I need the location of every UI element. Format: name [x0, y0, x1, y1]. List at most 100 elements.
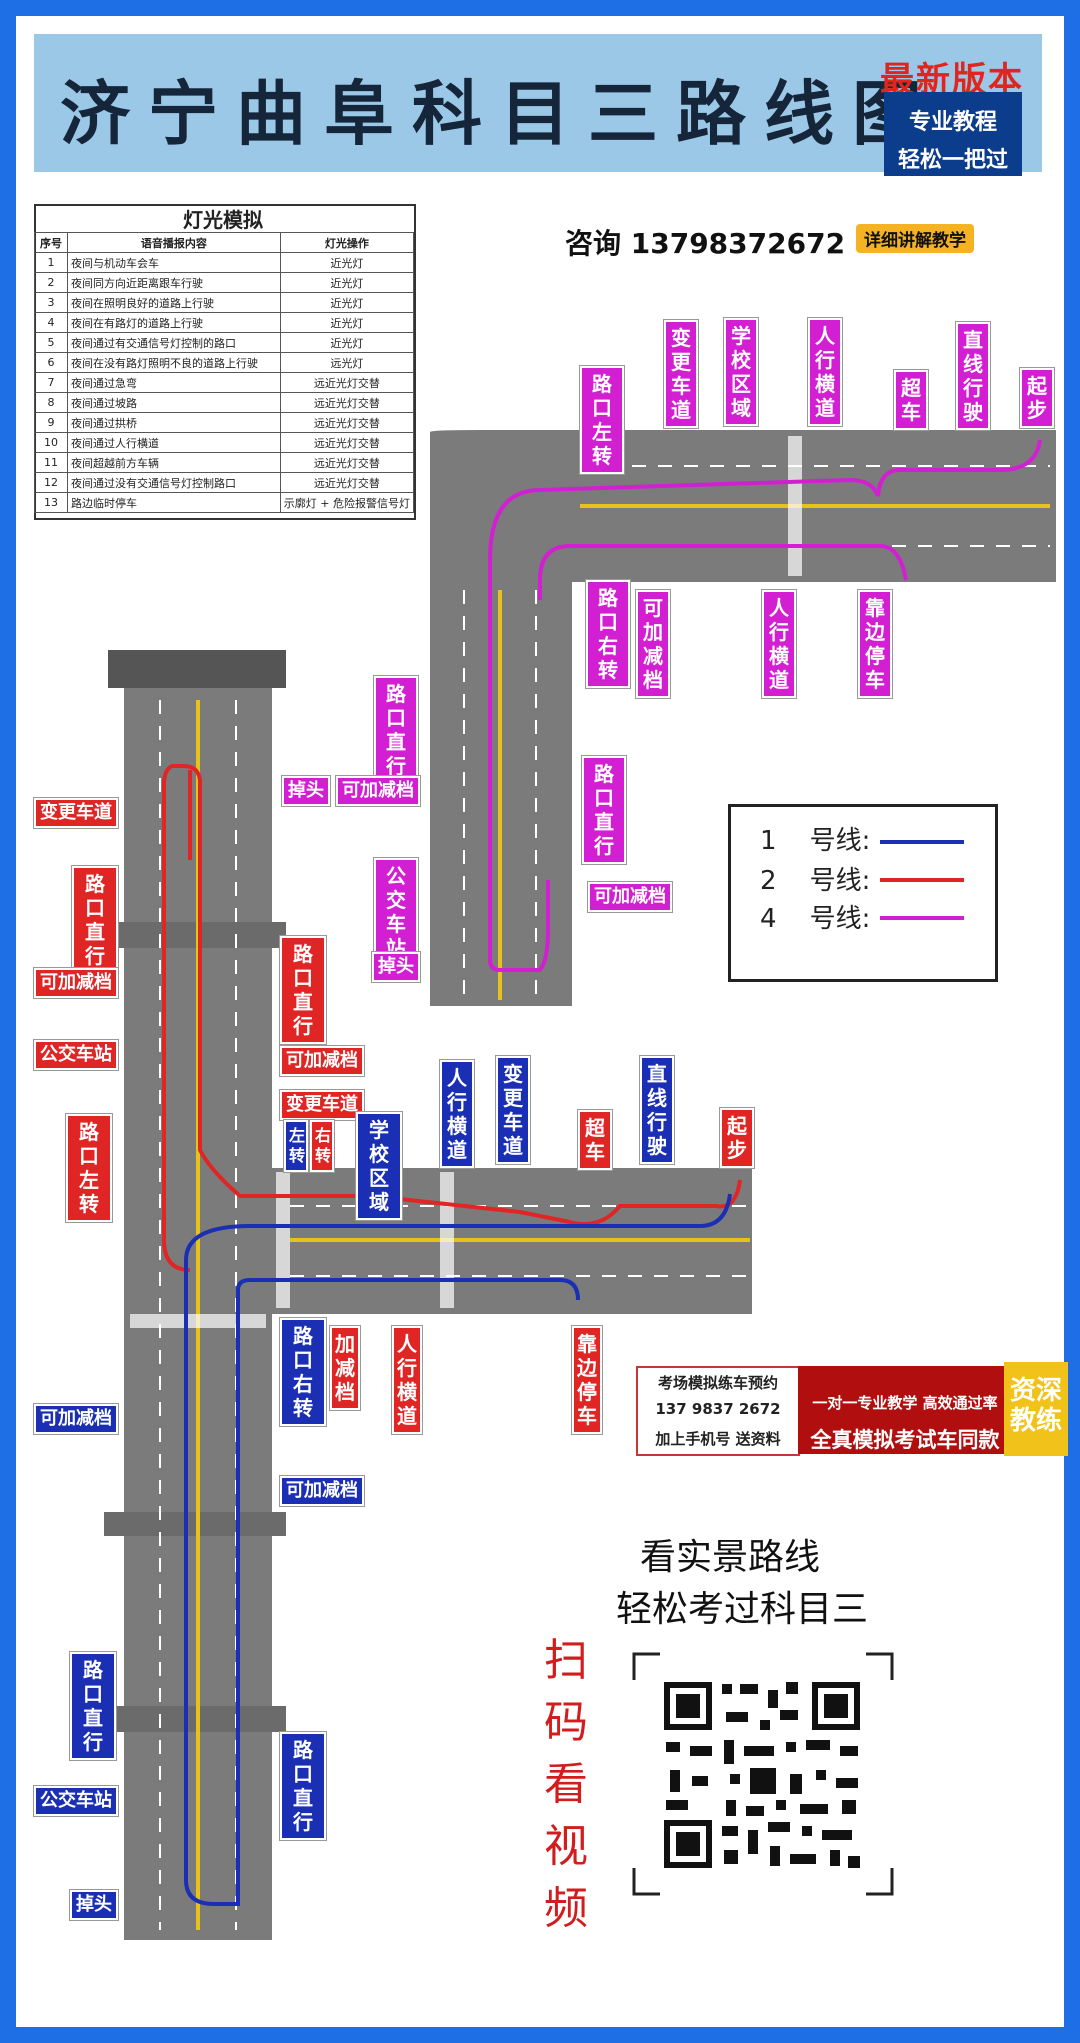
label-lane-change: 变更车道 [664, 320, 698, 428]
voice-content: 夜间同方向近距离跟车行驶 [67, 272, 281, 293]
label-u-turn-upper-2: 掉头 [372, 952, 420, 982]
label-straight-upper: 路口直行 [374, 676, 418, 784]
badge-line-2: 轻松一把过 [897, 148, 1008, 173]
cross-road-1 [104, 922, 286, 948]
legend-item: 4 号线: [760, 904, 871, 934]
light-operation: 近光灯 [279, 272, 415, 293]
ad-gold-badge [1004, 1362, 1068, 1456]
light-operation: 近光灯 [279, 332, 415, 353]
label-red-start: 起步 [720, 1108, 754, 1168]
upper-road [430, 430, 1056, 1006]
label-start: 起步 [1020, 368, 1054, 428]
voice-content: 夜间与机动车会车 [67, 252, 281, 273]
route-2-line [162, 764, 742, 1272]
label-right-turn: 路口右转 [586, 580, 630, 688]
label-crosswalk: 人行横道 [808, 318, 842, 426]
label-blue-straight-left: 路口直行 [70, 1652, 116, 1760]
legend-item: 2 号线: [760, 866, 871, 896]
label-red-pull-over: 靠边停车 [572, 1326, 602, 1434]
label-go-straight: 直线行驶 [956, 322, 990, 430]
cross-road-3 [104, 1706, 286, 1732]
label-road-left-turn: 路口左转 [580, 366, 624, 474]
row-number: 13 [34, 492, 68, 513]
slogan-line-1: 看实景路线 [640, 1537, 821, 1578]
label-straight-upper-right: 路口直行 [582, 756, 626, 864]
legend-item: 1 号线: [760, 826, 871, 856]
scan-video-text: 扫码看视频 [544, 1635, 588, 1934]
label-red-left-turn: 路口左转 [66, 1114, 112, 1222]
label-bus-stop-upper: 公交车站 [374, 858, 418, 966]
route-4-line [488, 439, 1042, 972]
ad-right-2: 全真模拟考试车同款 [810, 1428, 1000, 1452]
label-blue-gear-right: 可加减档 [280, 1476, 364, 1506]
badge-line-1: 专业教程 [908, 110, 997, 135]
road-top-cap [108, 650, 286, 688]
label-gear-upper: 可加减档 [336, 776, 420, 806]
cross-road-2 [104, 1512, 286, 1536]
legend-swatch-4 [880, 916, 964, 920]
label-blue-crosswalk: 人行横道 [440, 1060, 474, 1168]
label-blue-right-turn: 路口右转 [280, 1318, 326, 1426]
row-number: 12 [34, 472, 68, 493]
label-gear-change: 可加减档 [636, 590, 670, 698]
light-operation: 远近光灯交替 [279, 412, 415, 433]
ad-phone: 137 9837 2672 [655, 1400, 781, 1418]
label-blue-lane-change: 变更车道 [496, 1056, 530, 1164]
ad-booking-box [636, 1366, 800, 1456]
slogan-line-2: 轻松考过科目三 [616, 1589, 869, 1630]
route-legend [728, 804, 998, 982]
voice-content: 夜间超越前方车辆 [67, 452, 281, 473]
label-school-zone: 学校区域 [724, 318, 758, 426]
ad-line-1: 考场模拟练车预约 [657, 1374, 778, 1392]
ad-right-1: 一对一专业教学 高效通过率 [812, 1394, 998, 1412]
qr-code-icon[interactable] [630, 1650, 896, 1898]
label-crosswalk-2: 人行横道 [762, 590, 796, 698]
label-red-straight: 路口直行 [72, 866, 118, 974]
voice-content: 夜间通过有交通信号灯控制的路口 [67, 332, 281, 353]
label-red-lane-change: 变更车道 [34, 798, 118, 828]
label-red-straight-mid: 路口直行 [280, 936, 326, 1044]
ad-line-3: 加上手机号 送资料 [655, 1430, 781, 1448]
title-banner [34, 34, 1042, 172]
label-blue-gear-left: 可加减档 [34, 1404, 118, 1434]
route-1-line [184, 1193, 732, 1906]
legend-swatch-2 [880, 878, 964, 882]
voice-content: 夜间通过没有交通信号灯控制路口 [67, 472, 281, 493]
label-blue-straight-right: 路口直行 [280, 1732, 326, 1840]
tutorial-badge [884, 92, 1022, 176]
page-title: 济宁曲阜科目三路线图 [60, 73, 940, 155]
table-header-row: 序号 语音播报内容 灯光操作 [34, 232, 415, 253]
ad-red-banner [798, 1366, 1008, 1454]
row-number: 11 [34, 452, 68, 473]
voice-content: 夜间通过急弯 [67, 372, 281, 393]
voice-content: 路边临时停车 [67, 492, 281, 513]
label-left-turn-small: 左转 [284, 1120, 308, 1172]
col-header: 序号 [34, 232, 68, 253]
label-red-overtake: 超车 [578, 1110, 612, 1170]
light-operation: 近光灯 [279, 292, 415, 313]
legend-swatch-1 [880, 840, 964, 844]
voice-content: 夜间在照明良好的道路上行驶 [67, 292, 281, 313]
label-blue-u-turn: 掉头 [70, 1890, 118, 1920]
label-red-gear-below: 加减档 [330, 1326, 360, 1410]
label-gear-upper-right: 可加减档 [588, 882, 672, 912]
light-operation: 示廓灯 + 危险报警信号灯 [279, 492, 415, 513]
label-red-gear-mid: 可加减档 [280, 1046, 364, 1076]
label-blue-school-zone: 学校区域 [356, 1112, 402, 1220]
label-pull-over: 靠边停车 [858, 590, 892, 698]
detail-teaching-badge: 详细讲解教学 [856, 224, 974, 253]
label-right-turn-small: 右转 [310, 1120, 334, 1172]
